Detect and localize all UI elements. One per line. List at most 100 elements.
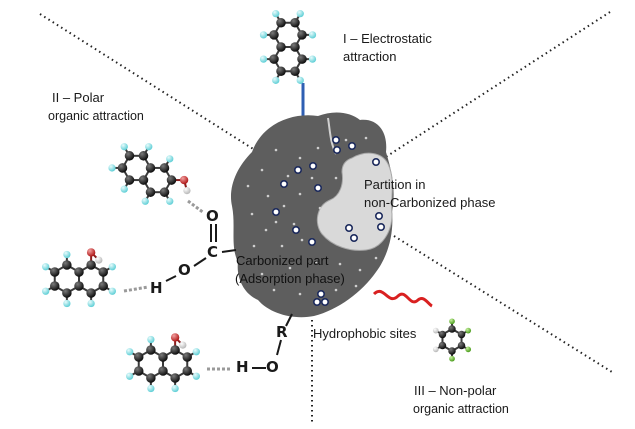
hydrogen-atom bbox=[183, 186, 191, 195]
hydrogen-atom bbox=[145, 143, 153, 151]
carbon-atom bbox=[297, 54, 307, 64]
hydrogen-atom bbox=[147, 335, 155, 344]
carbon-atom bbox=[159, 163, 170, 173]
hydrogen-atom bbox=[166, 155, 174, 163]
label-nonpolar-line2: organic attraction bbox=[413, 402, 509, 416]
carbon-atom bbox=[146, 373, 156, 383]
carbon-atom bbox=[49, 267, 60, 277]
atom-hydrogen-hydroxyl: H bbox=[150, 279, 163, 297]
hydrogen-atom bbox=[126, 372, 134, 380]
carbon-atom bbox=[62, 288, 72, 298]
carbon-atom bbox=[276, 42, 286, 52]
carbon-particle bbox=[230, 112, 394, 318]
hydrogen-atom bbox=[259, 55, 268, 63]
fluorobenzene-molecule bbox=[432, 318, 472, 362]
functional-group-bonds bbox=[165, 224, 293, 369]
fluorine-atom bbox=[449, 318, 455, 325]
naphthol-molecule-lower bbox=[126, 333, 200, 393]
hydrogen-atom bbox=[432, 346, 439, 353]
naphthalene-molecule-top bbox=[259, 10, 317, 84]
carbon-atom bbox=[170, 345, 180, 355]
hydrogen-atom bbox=[192, 348, 200, 356]
carbon-atom bbox=[159, 187, 170, 197]
hydrogen-atom bbox=[63, 250, 71, 259]
label-nonpolar-line1: III – Non-polar bbox=[414, 383, 497, 398]
oxygen-atom bbox=[86, 248, 96, 257]
carbon-atom bbox=[457, 330, 466, 339]
atom-oxygen-hydroxyl: O bbox=[178, 261, 191, 279]
carbon-atom bbox=[448, 347, 456, 355]
carbon-atom bbox=[448, 325, 456, 333]
carbon-atom bbox=[138, 175, 149, 185]
carbon-atom bbox=[145, 163, 156, 173]
fluorine-atom bbox=[449, 355, 455, 362]
hydrogen-atom bbox=[120, 143, 128, 151]
label-polar-line1: II – Polar bbox=[52, 90, 105, 105]
hydrogen-atom bbox=[108, 287, 116, 295]
atom-hydrogen-alcohol: H bbox=[236, 358, 249, 376]
carbon-atom bbox=[182, 352, 193, 362]
carbon-atom bbox=[438, 341, 447, 350]
carbon-atom bbox=[269, 30, 279, 40]
carbon-atom bbox=[124, 175, 135, 185]
fluorine-atom bbox=[465, 327, 472, 334]
carbon-atom bbox=[98, 281, 109, 291]
carbon-atom bbox=[133, 366, 144, 376]
carbon-atom bbox=[438, 330, 447, 339]
carbon-atom bbox=[74, 267, 84, 277]
hydrogen-atom bbox=[308, 55, 317, 63]
non-carbonized-phase bbox=[316, 152, 393, 251]
hydrogen-atom bbox=[95, 256, 103, 264]
hydrogen-atom bbox=[179, 341, 187, 349]
particle-speckles bbox=[246, 136, 378, 296]
carbon-atom bbox=[146, 345, 156, 355]
pore-sites bbox=[271, 136, 385, 306]
carbon-atom bbox=[124, 151, 135, 161]
label-carbonized-line2: (Adsorption phase) bbox=[235, 271, 345, 286]
carbon-atom bbox=[49, 281, 60, 291]
carbon-atom bbox=[98, 267, 109, 277]
hydrogen-atom bbox=[166, 197, 174, 205]
hydrogen-atom bbox=[296, 76, 304, 84]
carbon-atom bbox=[158, 366, 168, 376]
hydrogen-atom bbox=[259, 31, 268, 39]
naphthol-molecule-middle bbox=[42, 248, 116, 308]
carbon-atom bbox=[62, 260, 72, 270]
atom-oxygen-carbonyl: O bbox=[206, 207, 219, 225]
divider-line-upper-left bbox=[39, 13, 259, 153]
carbon-atom bbox=[138, 151, 149, 161]
hydrogen-atom bbox=[42, 287, 50, 295]
hydrogen-atom bbox=[87, 299, 95, 308]
naphthol-molecule-upper bbox=[108, 143, 191, 205]
carbon-atom bbox=[158, 352, 168, 362]
hydrogen-atom bbox=[171, 384, 179, 393]
hydrogen-atom bbox=[272, 10, 280, 18]
carbon-atom bbox=[170, 373, 180, 383]
hydrogen-atom bbox=[147, 384, 155, 393]
divider-line-upper-right bbox=[377, 11, 611, 163]
carbon-atom bbox=[297, 30, 307, 40]
carbon-atom bbox=[269, 54, 279, 64]
label-partition-line1: Partition in bbox=[364, 177, 426, 192]
divider-line-lower-right bbox=[393, 235, 613, 373]
label-electrostatic-line1: I – Electrostatic bbox=[343, 31, 432, 46]
carbon-atom bbox=[457, 341, 466, 350]
fluorine-atom bbox=[465, 346, 472, 353]
hydrogen-atom bbox=[272, 76, 280, 84]
carbon-atom bbox=[74, 281, 84, 291]
carbon-atom bbox=[86, 260, 96, 270]
hydrogen-atom bbox=[141, 197, 149, 205]
hydrogen-atom bbox=[63, 299, 71, 308]
sector-divider-lines bbox=[39, 11, 613, 424]
label-partition-line2: non-Carbonized phase bbox=[364, 195, 496, 210]
carbon-atom bbox=[182, 366, 193, 376]
carbon-atom bbox=[290, 66, 300, 77]
carbon-atom bbox=[276, 66, 286, 77]
hydrogen-atom bbox=[120, 185, 128, 193]
atom-r-group: R bbox=[276, 323, 288, 341]
oxygen-atom bbox=[170, 333, 180, 342]
carbon-atom bbox=[290, 17, 300, 28]
hydrogen-atom bbox=[126, 348, 134, 356]
carbon-atom bbox=[145, 187, 156, 197]
